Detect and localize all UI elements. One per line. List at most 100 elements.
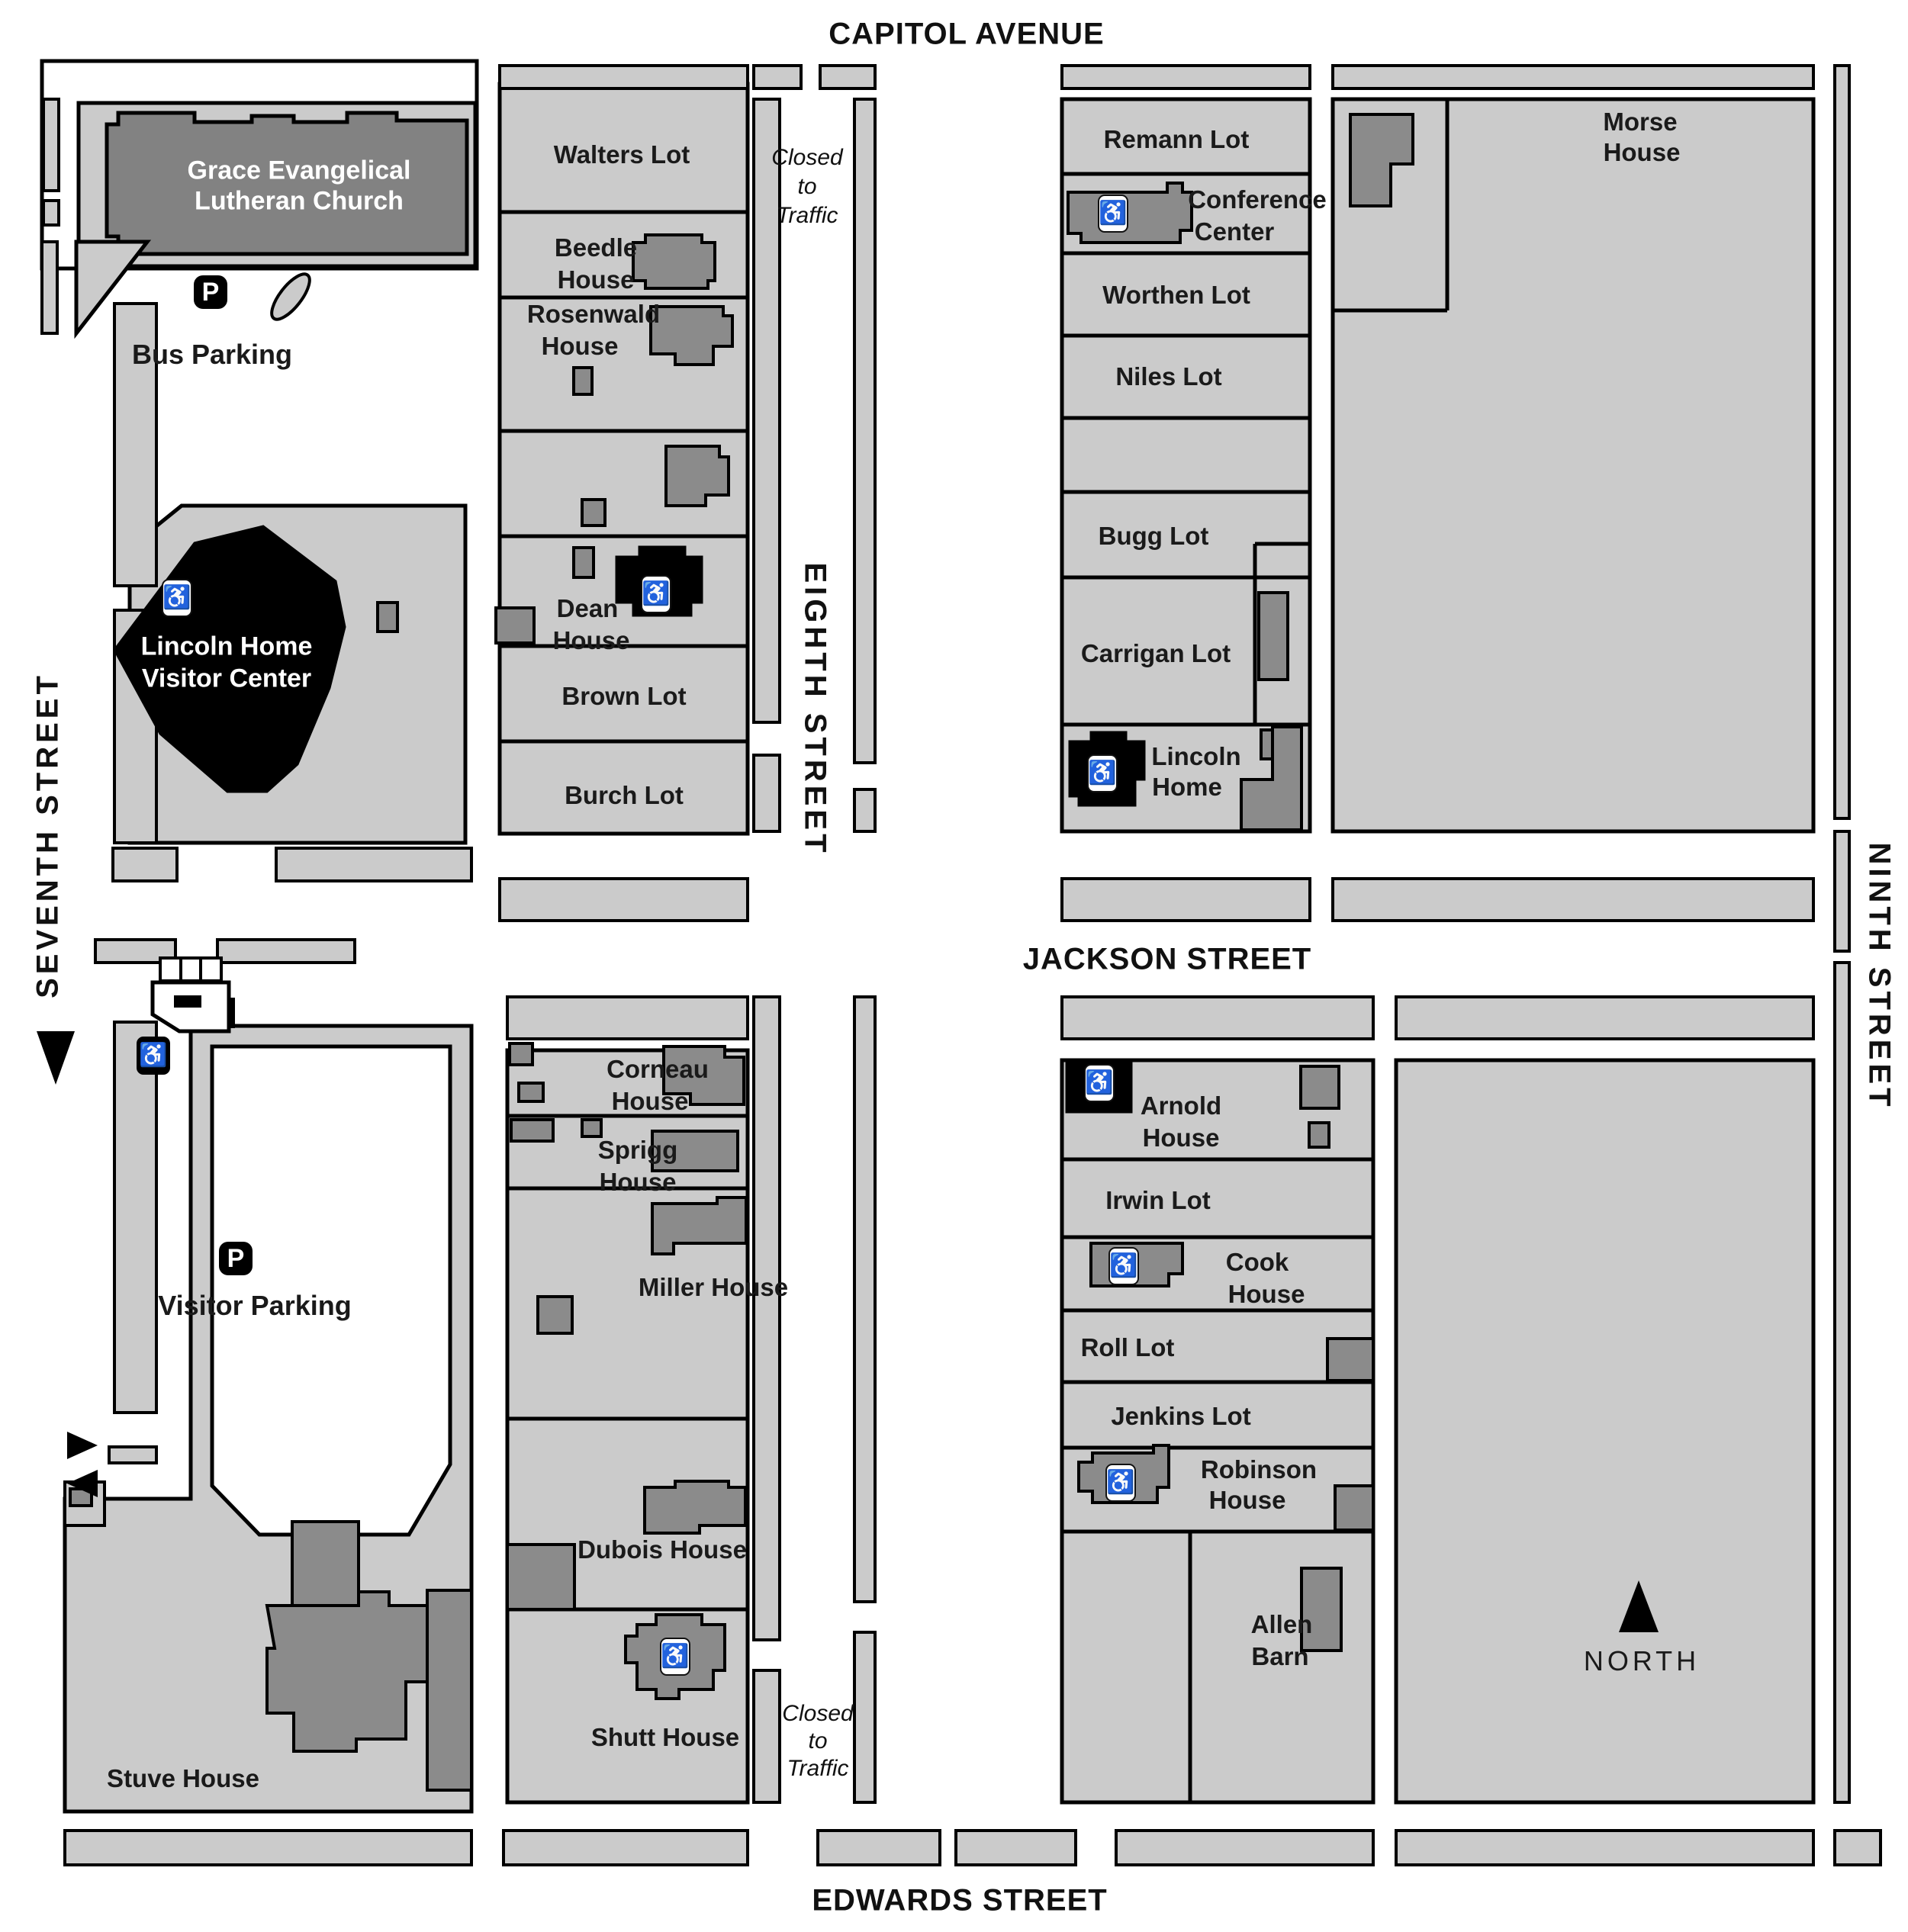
dubois-building: [643, 1480, 747, 1535]
entrance-gate-post: [228, 998, 235, 1028]
corneau-building: [662, 1045, 745, 1106]
visitor-parking-area: [210, 1044, 452, 1537]
entrance-steps: [159, 956, 223, 982]
triangle-island: [74, 239, 152, 339]
label-carrigan-lot: Carrigan Lot: [1080, 639, 1231, 667]
label-bus-parking: Bus Parking: [131, 339, 293, 370]
label-beedle-line2: House: [557, 265, 635, 294]
kiosk-desk: [174, 995, 201, 1008]
street-label-capitol: CAPITOL AVENUE: [829, 17, 1105, 51]
closed-to-traffic-top-line1: Closed: [771, 145, 843, 170]
label-corneau-line1: Corneau: [607, 1055, 709, 1083]
church-west-strip-2: [42, 199, 60, 227]
street-label-jackson: JACKSON STREET: [1022, 942, 1312, 976]
label-sprigg-line2: House: [599, 1168, 677, 1196]
label-conference-line1: Conference: [1188, 185, 1327, 214]
wheelchair-icon-robinson-house: ♿: [1105, 1464, 1136, 1502]
label-visitor-center-line2: Visitor Center: [141, 664, 312, 693]
label-jenkins-lot: Jenkins Lot: [1111, 1402, 1251, 1430]
wheelchair-icon-arnold-house: ♿: [1084, 1064, 1115, 1102]
north-arrow: [1619, 1580, 1659, 1632]
label-burch-lot: Burch Lot: [565, 781, 684, 809]
stuve-building: [265, 1590, 429, 1753]
label-lincoln-home-line1: Lincoln: [1151, 742, 1241, 770]
rosenwald-building: [649, 305, 734, 366]
label-sprigg-line1: Sprigg: [597, 1136, 678, 1164]
unnamed-building-walters-col: [664, 445, 730, 507]
label-miller-house: Miller House: [638, 1273, 789, 1301]
north-label: NORTH: [1583, 1645, 1700, 1676]
label-visitor-parking: Visitor Parking: [158, 1290, 352, 1321]
label-robinson-line1: Robinson: [1200, 1455, 1318, 1484]
label-beedle-line1: Beedle: [554, 233, 638, 262]
lincoln-home-barn: [1240, 725, 1303, 831]
closed-to-traffic-top-line2: to: [797, 174, 817, 199]
label-cook-line2: House: [1227, 1280, 1305, 1308]
label-dubois-house: Dubois House: [578, 1535, 747, 1564]
block-morse: [1330, 97, 1816, 834]
conference-center-building: [1067, 182, 1193, 244]
label-arnold-line1: Arnold: [1140, 1091, 1222, 1120]
wheelchair-icon-cook-house: ♿: [1108, 1247, 1139, 1285]
label-walters-lot: Walters Lot: [553, 140, 690, 169]
wheelchair-icon-visitor-center: ♿: [162, 579, 192, 617]
wheelchair-icon-parking-entrance: ♿: [137, 1037, 170, 1075]
block-north: [1394, 1058, 1816, 1805]
street-label-edwards: EDWARDS STREET: [812, 1883, 1108, 1918]
label-niles-lot: Niles Lot: [1115, 362, 1222, 391]
label-allen-barn-line2: Barn: [1251, 1642, 1309, 1670]
wheelchair-icon-dean-house: ♿: [641, 575, 671, 613]
visitor-parking-icon: P: [219, 1242, 253, 1275]
label-lincoln-home-line2: Home: [1152, 773, 1222, 801]
west-strip-3: [40, 240, 59, 335]
label-corneau-line2: House: [611, 1087, 689, 1115]
label-remann-lot: Remann Lot: [1103, 125, 1250, 153]
label-church-line2: Lutheran Church: [195, 186, 404, 216]
closed-to-traffic-bottom-line2: to: [808, 1728, 828, 1754]
label-irwin-lot: Irwin Lot: [1105, 1186, 1211, 1214]
beedle-building: [632, 233, 716, 290]
label-cook-line1: Cook: [1225, 1248, 1289, 1276]
label-bugg-lot: Bugg Lot: [1098, 522, 1209, 550]
closed-to-traffic-top-line3: Traffic: [776, 203, 838, 228]
entrance-steps-lines: [179, 958, 202, 981]
label-morse-line1: Morse: [1603, 108, 1678, 136]
label-worthen-lot: Worthen Lot: [1102, 281, 1250, 309]
seventh-street-direction-arrow: [37, 1031, 75, 1085]
label-arnold-line2: House: [1142, 1124, 1220, 1152]
label-morse-line2: House: [1603, 138, 1681, 166]
sidewalk-strips: [63, 64, 1882, 1866]
street-label-seventh: SEVENTH STREET: [31, 672, 65, 998]
morse-building: [1349, 113, 1414, 207]
label-rosenwald-line2: House: [541, 332, 619, 360]
label-dean-line1: Dean: [556, 594, 619, 622]
label-robinson-line2: House: [1208, 1486, 1286, 1514]
label-visitor-center-line1: Lincoln Home: [140, 632, 313, 661]
street-label-eighth: EIGHTH STREET: [798, 562, 832, 857]
label-church-line1: Grace Evangelical: [187, 156, 411, 185]
block-arnold-column: [1060, 1058, 1375, 1805]
wheelchair-icon-shutt-house: ♿: [660, 1638, 690, 1676]
parking-exit-arrow: [67, 1470, 98, 1497]
street-label-ninth: NINTH STREET: [1862, 842, 1897, 1111]
closed-to-traffic-bottom-line1: Closed: [782, 1701, 854, 1726]
label-allen-barn-line1: Allen: [1250, 1610, 1313, 1638]
lot-divider-lines: [500, 99, 1450, 1802]
label-shutt-house: Shutt House: [590, 1723, 740, 1751]
bus-parking-icon: P: [194, 275, 227, 309]
church-west-strip-1: [42, 98, 60, 192]
parking-entry-arrow: [67, 1432, 98, 1459]
label-dean-line2: House: [552, 626, 630, 654]
ellipse-island: [270, 272, 311, 321]
sprigg-building: [651, 1130, 739, 1172]
label-rosenwald-line1: Rosenwald: [526, 300, 661, 328]
carrigan-building: [1257, 591, 1289, 681]
label-roll-lot: Roll Lot: [1080, 1333, 1175, 1361]
label-brown-lot: Brown Lot: [561, 682, 687, 710]
label-conference-line2: Center: [1194, 217, 1275, 246]
miller-building: [651, 1196, 748, 1255]
wheelchair-icon-lincoln-home: ♿: [1087, 754, 1118, 792]
wheelchair-icon-conference-center: ♿: [1098, 194, 1128, 233]
